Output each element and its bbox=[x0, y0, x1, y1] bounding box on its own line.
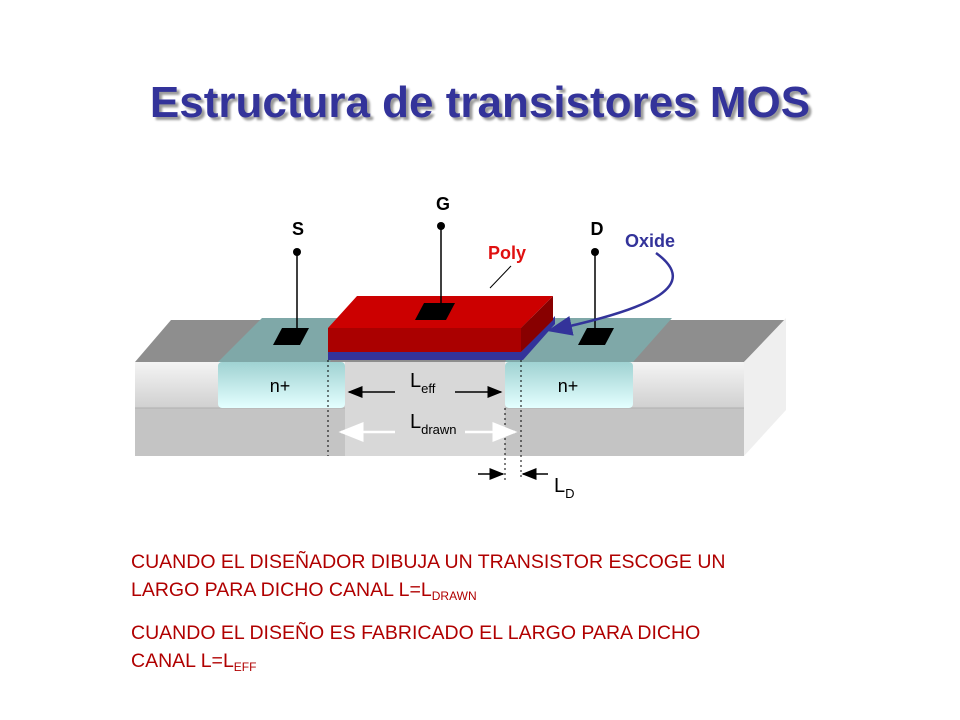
l-d-dimension: LD bbox=[478, 468, 575, 501]
source-n-plus-label: n+ bbox=[270, 376, 291, 396]
gate-label: G bbox=[436, 194, 450, 214]
oxide-label: Oxide bbox=[625, 231, 675, 251]
l-drawn-subscript: drawn bbox=[421, 422, 456, 437]
source-terminal bbox=[293, 248, 301, 336]
source-label: S bbox=[292, 219, 304, 239]
drain-terminal bbox=[591, 248, 599, 336]
svg-text:Ldrawn: Ldrawn bbox=[410, 411, 457, 437]
oxide-pointer-arrow bbox=[547, 251, 675, 336]
paragraph-fabricated-line2: CANAL L=L bbox=[131, 650, 234, 672]
paragraph-fabricated-subscript: EFF bbox=[233, 660, 257, 674]
channel-region bbox=[345, 362, 505, 456]
paragraph-drawn-line2: LARGO PARA DICHO CANAL L=L bbox=[131, 579, 432, 601]
l-d-subscript: D bbox=[565, 486, 574, 501]
paragraph-fabricated-line1: CUANDO EL DISEÑO ES FABRICADO EL LARGO P… bbox=[131, 622, 701, 644]
paragraph-drawn-line1: CUANDO EL DISEÑADOR DIBUJA UN TRANSISTOR… bbox=[131, 551, 726, 573]
page-title: Estructura de transistores MOS bbox=[149, 78, 811, 127]
source-contact bbox=[273, 328, 309, 345]
l-drawn-dimension: Ldrawn bbox=[338, 411, 518, 442]
drain-label: D bbox=[591, 219, 604, 239]
l-eff-label: L bbox=[410, 370, 421, 392]
paragraph-fabricated: CUANDO EL DISEÑO ES FABRICADO EL LARGO P… bbox=[131, 619, 700, 681]
l-eff-subscript: eff bbox=[421, 381, 436, 396]
paragraph-drawn: CUANDO EL DISEÑADOR DIBUJA UN TRANSISTOR… bbox=[131, 548, 726, 610]
paragraph-drawn-subscript: DRAWN bbox=[431, 589, 477, 603]
gate-oxide bbox=[328, 316, 555, 360]
gate-contact bbox=[415, 303, 455, 320]
drain-n-plus-label: n+ bbox=[558, 376, 579, 396]
l-eff-dimension: Leff bbox=[347, 370, 503, 398]
l-d-label: L bbox=[554, 475, 565, 497]
poly-pointer bbox=[489, 265, 512, 289]
gate-terminal bbox=[437, 222, 445, 311]
l-drawn-label: L bbox=[410, 411, 421, 433]
poly-label: Poly bbox=[488, 243, 526, 263]
drain-contact bbox=[578, 328, 614, 345]
svg-text:LD: LD bbox=[554, 475, 575, 501]
svg-text:Leff: Leff bbox=[410, 370, 436, 396]
